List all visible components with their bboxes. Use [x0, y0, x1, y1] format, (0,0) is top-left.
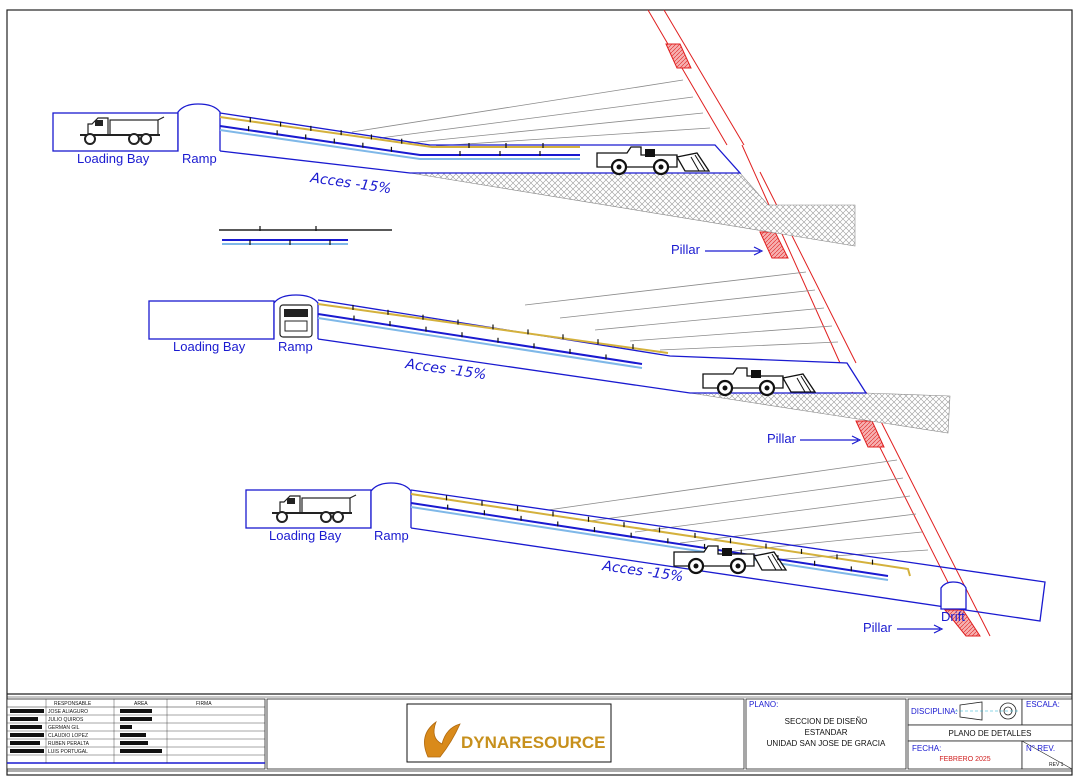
- drift-portal: [940, 581, 967, 610]
- hatched-ore-zone: [689, 392, 951, 434]
- header-responsable: RESPONSABLE: [54, 701, 92, 707]
- header-area: AREA: [134, 701, 148, 707]
- disciplina-label: DISCIPLINA:: [911, 707, 958, 716]
- plano-line: ESTANDAR: [805, 728, 848, 737]
- ramp-label: Ramp: [182, 151, 217, 166]
- sheet-border: [6, 9, 1073, 776]
- title-block: RESPONSABLE AREA FIRMA JOSE ALIAGURO JUL…: [6, 693, 1073, 770]
- plano-label: PLANO:: [749, 700, 778, 709]
- service-line-lightblue-3: [410, 506, 889, 581]
- company-logo: DYNARESOURCE: [406, 703, 612, 763]
- ramp-portal-3: [370, 482, 412, 528]
- pillar-label: Pillar: [863, 620, 893, 635]
- level-3: Loading Bay Ramp Acces -15% Drift Pillar: [245, 459, 1046, 635]
- service-line-blue-1: [219, 125, 580, 156]
- responsable-name: JULIO QUIROS: [48, 717, 84, 723]
- drill-fan-lines: [547, 459, 929, 561]
- responsable-name: GERMAN GIL: [48, 725, 80, 731]
- redacted-bars: [10, 709, 162, 753]
- plano-line: SECCION DE DISEÑO: [785, 717, 868, 726]
- responsable-name: RUBEN PERALTA: [48, 741, 90, 747]
- service-line-lightblue-2: [317, 317, 643, 369]
- service-line-blue-2: [317, 313, 643, 365]
- plano-detalles: PLANO DE DETALLES: [949, 729, 1032, 738]
- access-outline-1: [219, 112, 742, 174]
- access-outline-3: [410, 489, 1046, 622]
- service-line-yellow-1: [219, 116, 580, 148]
- header-firma: FIRMA: [196, 701, 212, 707]
- loading-bay-label: Loading Bay: [269, 528, 342, 543]
- rev-value: REV 1: [1049, 762, 1064, 768]
- access-outline-2: [317, 299, 868, 394]
- fecha-label: FECHA:: [912, 744, 941, 753]
- ramp-portal-1: [177, 103, 221, 151]
- plano-box: [745, 698, 907, 770]
- pillar-arrow: [897, 624, 944, 634]
- drift-label: Drift: [941, 609, 965, 624]
- service-line-blue-3: [410, 502, 889, 577]
- loading-bay-label: Loading Bay: [77, 151, 150, 166]
- phoenix-icon: [424, 720, 461, 758]
- access-grade-label: Acces -15%: [308, 170, 392, 197]
- responsables-table: RESPONSABLE AREA FIRMA JOSE ALIAGURO JUL…: [6, 698, 266, 770]
- ramp-label: Ramp: [374, 528, 409, 543]
- level-1: Loading Bay Ramp Acces -15% Pillar: [52, 79, 856, 257]
- responsable-name: JOSE ALIAGURO: [48, 709, 88, 715]
- responsable-name: LUIS PORTUGAL: [48, 749, 88, 755]
- scoop-loader-icon: [701, 366, 817, 397]
- ramp-label: Ramp: [278, 339, 313, 354]
- pillar-label: Pillar: [671, 242, 701, 257]
- service-line-yellow-3: [410, 493, 911, 577]
- access-grade-label: Acces -15%: [403, 356, 487, 383]
- responsable-name: CLAUDIO LOPEZ: [48, 733, 88, 739]
- fecha-value: FEBRERO 2025: [939, 756, 990, 763]
- legend-lines: [219, 229, 392, 245]
- pillar-label: Pillar: [767, 431, 797, 446]
- drill-fan-lines: [524, 271, 839, 351]
- loading-bay-2: [148, 300, 275, 340]
- scoop-loader-icon: [595, 145, 711, 176]
- truck-front-icon: [279, 304, 313, 338]
- loading-bay-label: Loading Bay: [173, 339, 246, 354]
- escala-label: ESCALA:: [1026, 700, 1060, 709]
- nrev-label: N° REV.: [1026, 744, 1055, 753]
- plano-line: UNIDAD SAN JOSE DE GRACIA: [767, 739, 886, 748]
- hatched-ore-zone: [409, 172, 856, 247]
- drill-fan-lines: [351, 79, 711, 147]
- level-2: Loading Bay Ramp Acces -15% Pillar: [148, 271, 951, 446]
- service-line-lightblue-1: [219, 129, 580, 160]
- projection-symbol-icon: [955, 701, 1020, 721]
- pillar-arrow: [705, 246, 764, 256]
- pillar-arrow: [800, 435, 862, 445]
- logo-text: DYNARESOURCE: [461, 733, 606, 752]
